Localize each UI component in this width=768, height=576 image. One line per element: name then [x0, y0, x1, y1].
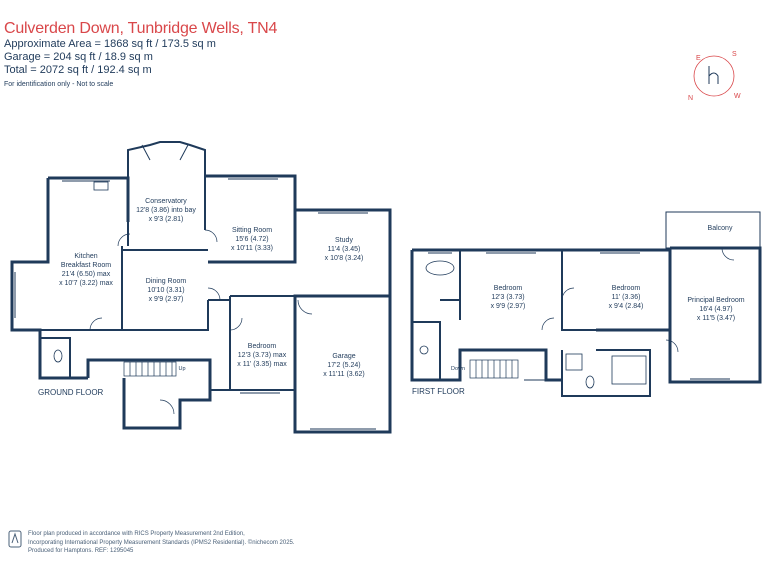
kitchen-name2: Breakfast Room	[61, 262, 111, 269]
footer: Floor plan produced in accordance with R…	[28, 530, 295, 556]
garage-area: Garage = 204 sq ft / 18.9 sq m	[4, 51, 153, 63]
header: Culverden Down, Tunbridge Wells, TN4 App…	[4, 20, 277, 88]
sitting-dims1: 15'6 (4.72)	[235, 236, 268, 243]
total-area: Total = 2072 sq ft / 192.4 sq m	[4, 64, 152, 76]
fixtures	[53, 181, 647, 389]
bedroom-gf-dims1: 12'3 (3.73) max	[238, 352, 287, 359]
conservatory-dims1: 12'8 (3.86) into bay	[136, 207, 196, 214]
bedroom-b-name: Bedroom	[612, 285, 641, 292]
compass-icon: E S W N	[688, 51, 741, 102]
first-floor-walls	[410, 246, 762, 397]
first-floor-label: FIRST FLOOR	[412, 387, 465, 396]
study-dims2: x 10'8 (3.24)	[325, 255, 364, 262]
bedroom-gf-dims2: x 11' (3.35) max	[237, 361, 287, 368]
conservatory-name: Conservatory	[145, 198, 187, 205]
bathtub-icon	[611, 355, 647, 385]
bedroom-a-name: Bedroom	[494, 285, 523, 292]
balcony-name: Balcony	[708, 225, 733, 232]
kitchen-dims1: 21'4 (6.50) max	[62, 271, 111, 278]
footer-line-2: Incorporating International Property Mea…	[28, 539, 295, 546]
bedroom-a-dims2: x 9'9 (2.97)	[491, 303, 526, 310]
property-title: Culverden Down, Tunbridge Wells, TN4	[4, 20, 278, 37]
study-name: Study	[335, 237, 353, 244]
kitchen-dims2: x 10'7 (3.22) max	[59, 280, 113, 287]
dining-dims2: x 9'9 (2.97)	[149, 296, 184, 303]
garage-name: Garage	[332, 353, 355, 360]
principal-dims1: 16'4 (4.97)	[699, 306, 732, 313]
study-dims1: 11'4 (3.45)	[328, 246, 361, 253]
kitchen-name1: Kitchen	[74, 253, 97, 260]
compass-n: N	[688, 95, 693, 102]
first-doors	[541, 247, 735, 353]
ground-floor-label: GROUND FLOOR	[38, 388, 104, 397]
garage-dims1: 17'2 (5.24)	[327, 362, 360, 369]
first-stairs	[469, 359, 519, 379]
wc-icon	[53, 349, 63, 363]
footer-line-3: Produced for Hamptons. REF: 1295045	[28, 548, 134, 554]
approx-area: Approximate Area = 1868 sq ft / 173.5 sq…	[4, 38, 216, 50]
garage-dims2: x 11'11 (3.62)	[323, 371, 365, 378]
compass-s: S	[732, 51, 737, 58]
stair-down-label: Down	[451, 366, 465, 372]
bedroom-gf-name: Bedroom	[248, 343, 277, 350]
bath-icon	[425, 260, 455, 276]
balcony-outline	[665, 211, 761, 249]
hob-icon	[93, 181, 109, 191]
rics-logo-icon	[8, 530, 22, 548]
compass-w: W	[734, 93, 741, 100]
principal-name: Principal Bedroom	[687, 297, 744, 304]
compass-e: E	[696, 55, 701, 62]
shower-icon	[565, 353, 583, 371]
principal-dims2: x 11'5 (3.47)	[697, 315, 735, 322]
identification-note: For identification only - Not to scale	[4, 81, 114, 88]
dining-name: Dining Room	[146, 278, 187, 285]
bedroom-a-dims1: 12'3 (3.73)	[491, 294, 524, 301]
footer-line-1: Floor plan produced in accordance with R…	[28, 531, 245, 537]
conservatory-dims2: x 9'3 (2.81)	[149, 216, 184, 223]
basin-icon	[419, 345, 429, 355]
dining-dims1: 10'10 (3.31)	[147, 287, 184, 294]
bedroom-b-dims1: 11' (3.36)	[612, 294, 641, 301]
stair-up-label: Up	[178, 366, 185, 372]
bedroom-b-dims2: x 9'4 (2.84)	[609, 303, 644, 310]
ground-doors	[89, 229, 313, 415]
logo-mark-icon	[708, 66, 719, 84]
first-floor-windows	[428, 249, 730, 383]
ground-floor-windows	[11, 144, 376, 433]
toilet-icon	[585, 375, 595, 389]
sitting-dims2: x 10'11 (3.33)	[231, 245, 273, 252]
sitting-name: Sitting Room	[232, 227, 272, 234]
ground-stairs	[123, 361, 177, 377]
